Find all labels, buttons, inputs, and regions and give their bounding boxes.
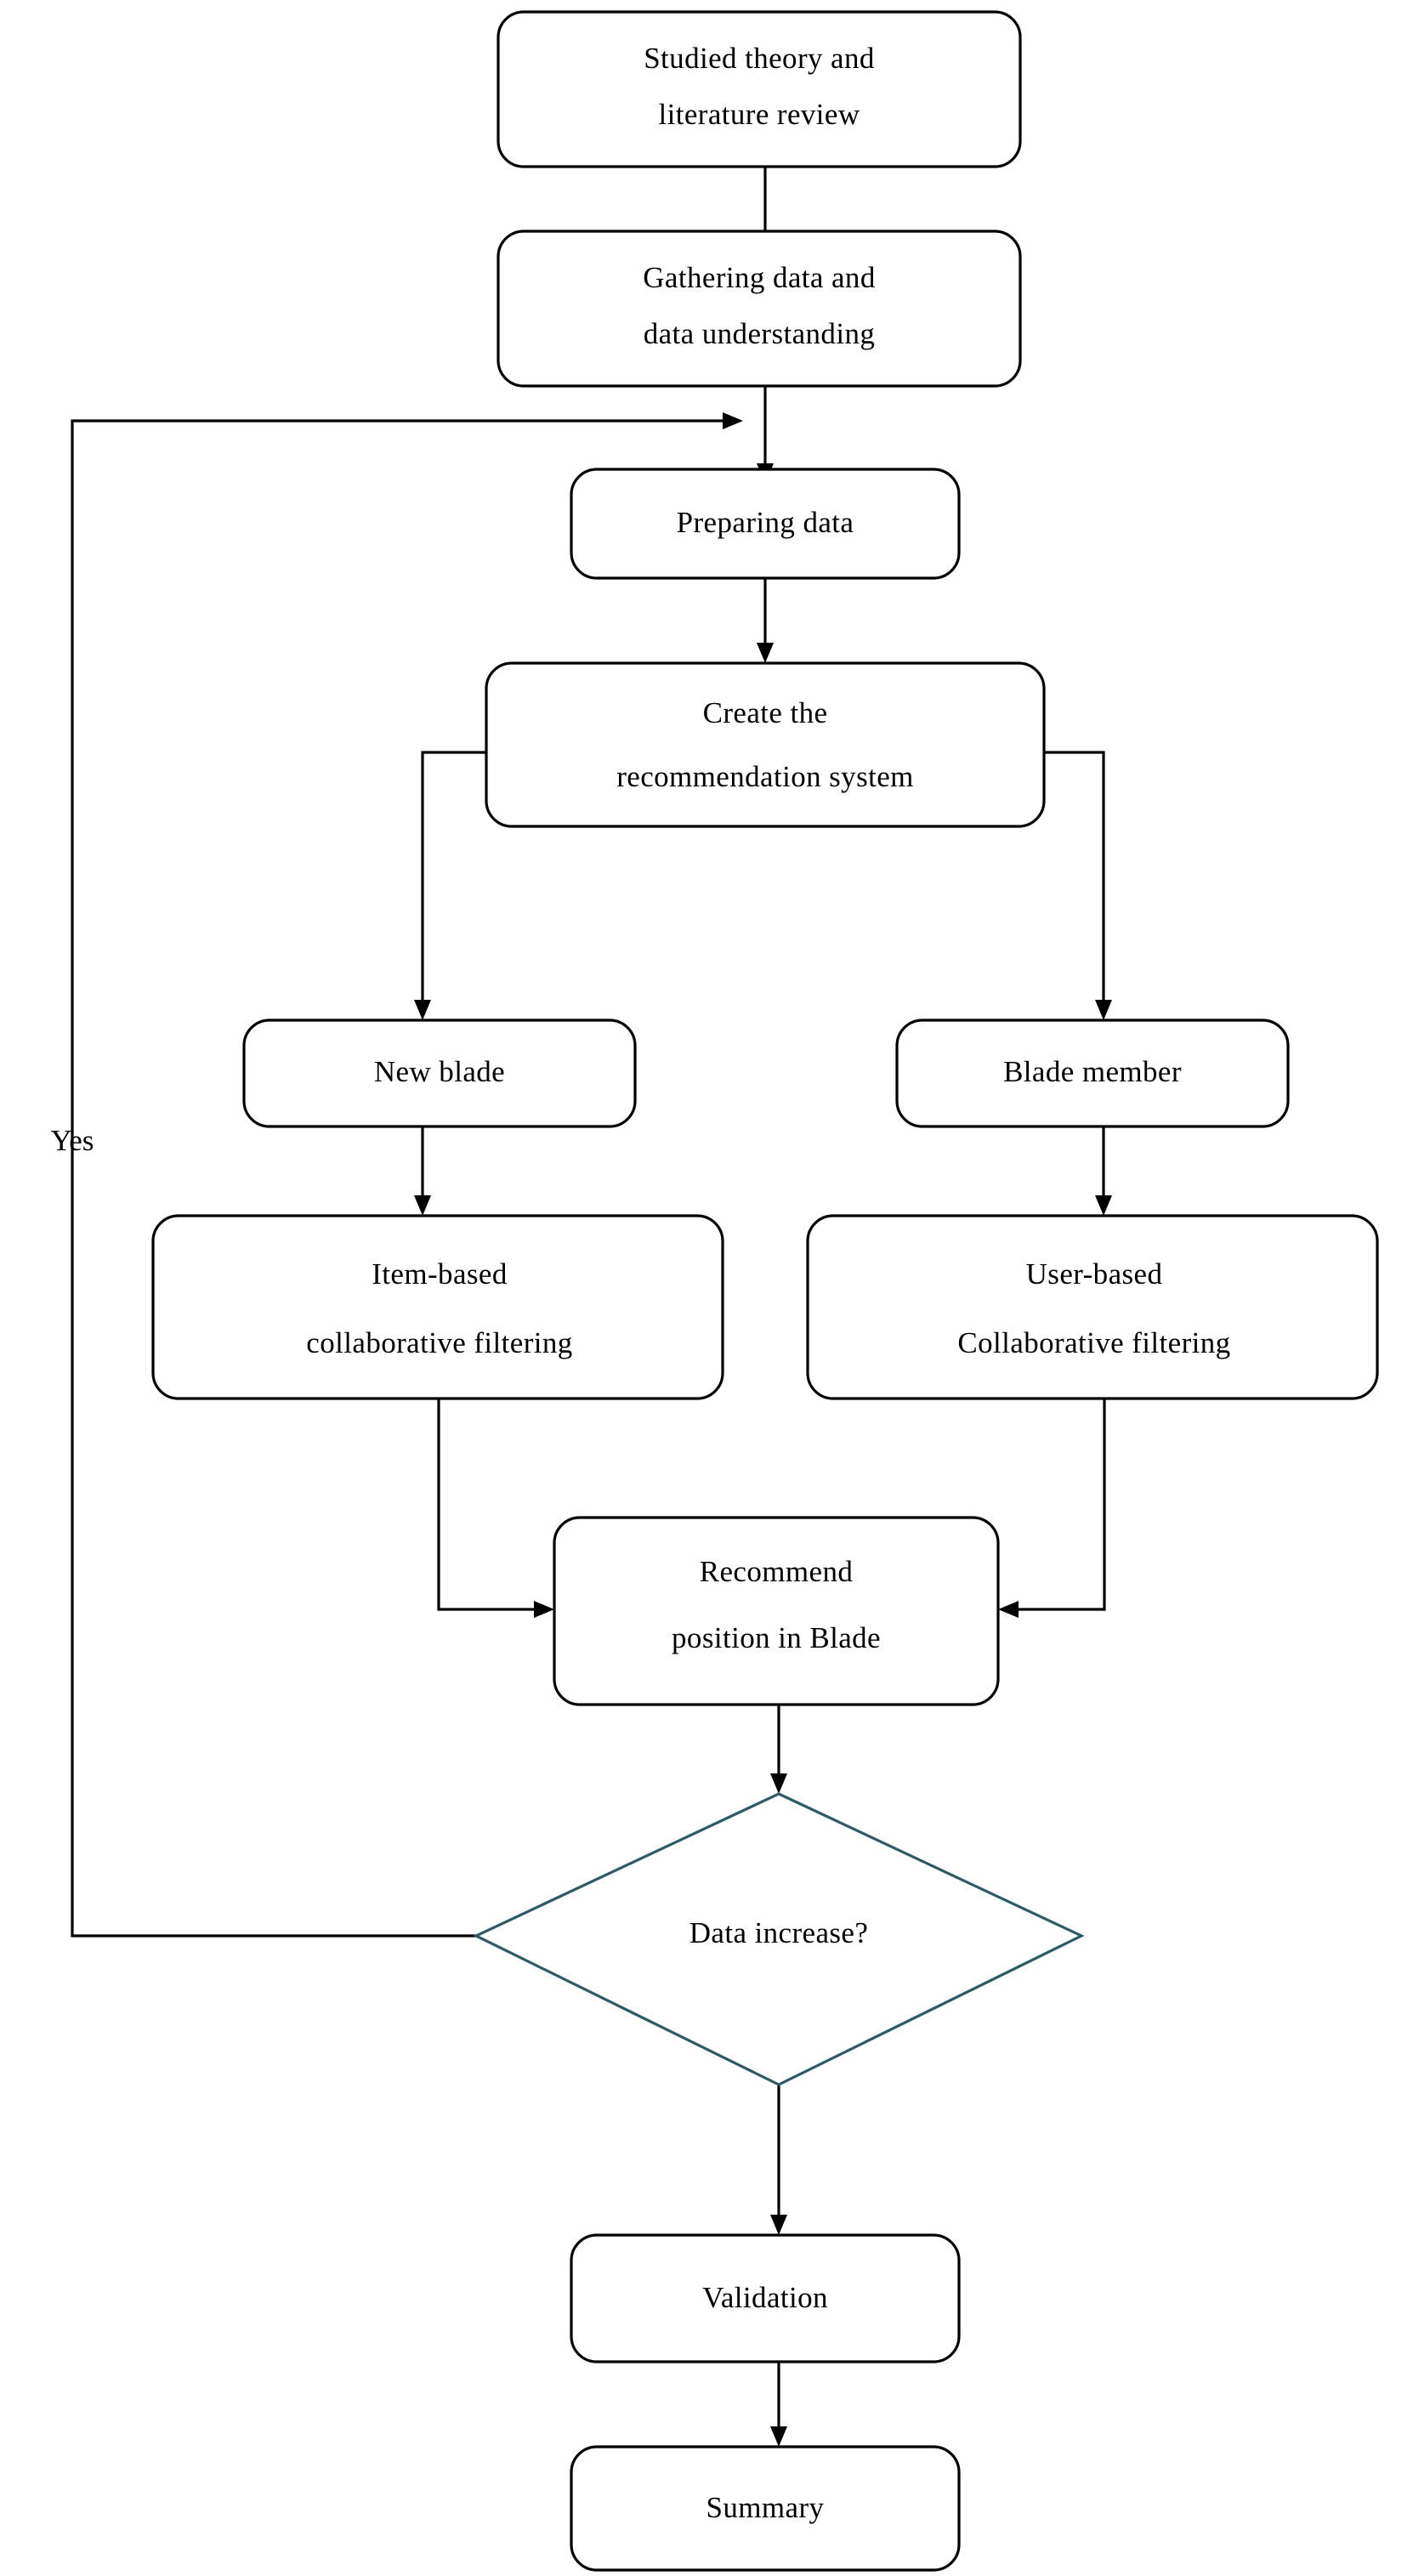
edge-create-to-blade-member — [1044, 751, 1105, 1010]
node-data-increase-decision-shape — [473, 1792, 1085, 2086]
edge-item-based-to-recommend — [437, 1399, 544, 1611]
node-validation[interactable]: Validation — [570, 2233, 961, 2363]
edge-decision-yes-loop — [71, 419, 733, 1938]
node-blade-member[interactable]: Blade member — [895, 1018, 1290, 1128]
node-user-based-cf-line-2: Collaborative filtering — [957, 1326, 1230, 1359]
node-recommend-position-shape — [553, 1516, 1000, 1706]
node-item-based-cf-shape — [151, 1214, 724, 1400]
arrow-head-decision — [770, 1773, 787, 1794]
node-item-based-cf[interactable]: Item-based collaborative filtering — [151, 1214, 724, 1400]
node-studied-theory-line-2: literature review — [658, 98, 860, 131]
node-new-blade[interactable]: New blade — [242, 1018, 637, 1128]
node-summary[interactable]: Summary — [570, 2445, 961, 2572]
node-user-based-cf-line-1: User-based — [1026, 1257, 1163, 1291]
node-new-blade-shape — [242, 1018, 637, 1128]
node-gathering-data[interactable]: Gathering data and data understanding — [497, 230, 1022, 388]
node-new-blade-line-1: New blade — [374, 1055, 505, 1088]
arrow-head-item-based — [414, 1195, 431, 1216]
node-create-recommendation-system-line-1: Create the — [703, 696, 828, 729]
node-create-recommendation-system[interactable]: Create the recommendation system — [485, 661, 1046, 828]
edge-label-yes: Yes — [51, 1124, 94, 1157]
edge-labels-layer: Yes — [51, 1124, 94, 1157]
node-create-recommendation-system-line-2: recommendation system — [616, 760, 914, 793]
arrow-head-recommend-right — [998, 1601, 1019, 1618]
arrow-head-create — [757, 643, 774, 663]
node-gathering-data-shape — [497, 230, 1022, 388]
node-user-based-cf-shape — [806, 1214, 1379, 1400]
node-data-increase-decision[interactable]: Data increase? — [473, 1792, 1085, 2086]
node-gathering-data-line-2: data understanding — [644, 317, 876, 350]
arrow-head-yes-loop — [723, 412, 743, 429]
node-validation-shape — [570, 2233, 961, 2363]
arrow-head-blade-member — [1095, 1000, 1112, 1020]
node-item-based-cf-line-2: collaborative filtering — [306, 1326, 572, 1359]
arrow-head-new-blade — [414, 1000, 431, 1020]
node-preparing-data-shape — [570, 468, 961, 580]
edge-user-based-to-recommend — [1008, 1399, 1106, 1611]
node-summary-line-1: Summary — [706, 2491, 825, 2524]
connectors-layer — [71, 167, 1112, 2447]
node-data-increase-decision-line-1: Data increase? — [689, 1916, 869, 1949]
node-validation-line-1: Validation — [702, 2281, 828, 2314]
node-blade-member-line-1: Blade member — [1003, 1055, 1182, 1088]
arrow-head-validation — [770, 2215, 787, 2235]
arrow-head-recommend-left — [534, 1601, 554, 1618]
node-blade-member-shape — [895, 1018, 1290, 1128]
node-studied-theory-shape — [497, 10, 1022, 168]
node-gathering-data-line-1: Gathering data and — [643, 261, 876, 294]
node-recommend-position[interactable]: Recommend position in Blade — [553, 1516, 1000, 1706]
arrow-head-user-based — [1095, 1195, 1112, 1216]
node-preparing-data-line-1: Preparing data — [677, 506, 854, 539]
arrow-head-summary — [770, 2426, 787, 2447]
node-user-based-cf[interactable]: User-based Collaborative filtering — [806, 1214, 1379, 1400]
node-summary-shape — [570, 2445, 961, 2572]
node-studied-theory-line-1: Studied theory and — [644, 42, 875, 75]
node-create-recommendation-system-shape — [485, 661, 1046, 828]
edge-create-to-new-blade — [421, 751, 486, 1010]
node-preparing-data[interactable]: Preparing data — [570, 468, 961, 580]
node-recommend-position-line-2: position in Blade — [672, 1621, 881, 1654]
node-recommend-position-line-1: Recommend — [700, 1555, 854, 1588]
node-item-based-cf-line-1: Item-based — [372, 1257, 508, 1291]
nodes-layer: Studied theory and literature review Gat… — [151, 10, 1379, 2572]
node-studied-theory[interactable]: Studied theory and literature review — [497, 10, 1022, 168]
